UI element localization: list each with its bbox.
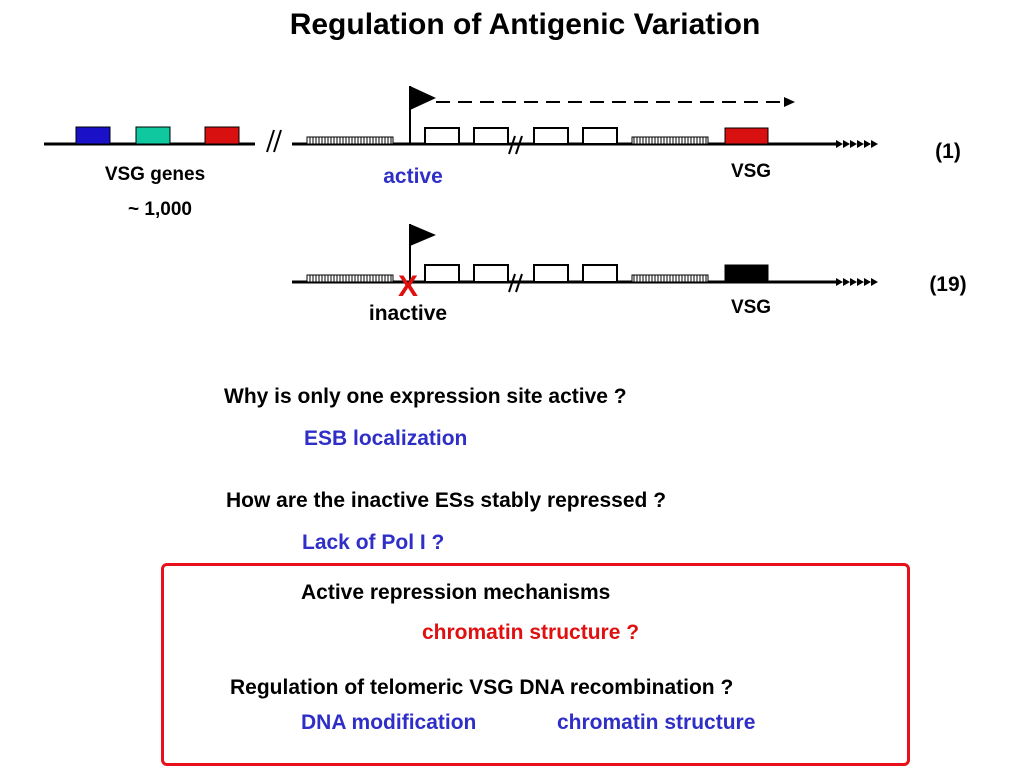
answer-chromatin-structure: chromatin structure [557,711,756,734]
promoter-flag [410,86,436,110]
active-expression-site [292,86,878,155]
esag-box [473,264,509,283]
vsg-gene-box-red [204,126,240,145]
question-one-site-active: Why is only one expression site active ? [224,385,627,408]
active-label: active [383,165,443,188]
promoter-flag [410,224,436,246]
vsg-gene-array [44,126,282,153]
chromosome-break-mark [266,129,275,153]
site-break-mark [508,273,516,293]
answer-chromatin-structure-question: chromatin structure ? [422,621,640,644]
answer-esb-localization: ESB localization [304,427,468,450]
repeat-region-70bp [306,274,394,283]
answer-lack-of-pol-i: Lack of Pol I ? [302,531,445,554]
telomere-repeats [836,140,878,148]
inactive-expression-site [292,224,878,293]
esag-box [424,264,460,283]
inactive-label: inactive [369,302,447,325]
telomere-repeats [836,278,878,286]
repeat-region-70bp [631,274,709,283]
esag-box [473,127,509,145]
answer-dna-modification: DNA modification [301,711,477,734]
vsg-gene-box-green [135,126,171,145]
repeat-region-70bp [631,136,709,145]
site-break-mark [508,135,516,155]
vsg-box-inactive [724,264,769,283]
site-count-19: (19) [929,273,966,296]
question-telomeric-recombination: Regulation of telomeric VSG DNA recombin… [230,676,734,699]
repression-x-mark: X [398,270,418,303]
highlight-box [161,563,910,766]
active-repression-heading: Active repression mechanisms [301,581,611,604]
esag-box [533,264,569,283]
vsg-label-active: VSG [731,161,771,182]
esag-box [582,127,618,145]
vsg-count-label: ~ 1,000 [128,199,192,220]
question-inactive-repressed: How are the inactive ESs stably represse… [226,489,667,512]
vsg-genes-label: VSG genes [105,164,205,185]
repeat-region-70bp [306,136,394,145]
esag-box [424,127,460,145]
expression-site-diagram: VSG genes ~ 1,000 active VSG (1) X inact… [44,86,967,325]
esag-box [582,264,618,283]
page-title: Regulation of Antigenic Variation [289,8,761,41]
vsg-box-active [724,127,769,145]
vsg-gene-box-blue [75,126,111,145]
site-count-1: (1) [935,140,961,163]
esag-box [533,127,569,145]
vsg-label-inactive: VSG [731,297,771,318]
